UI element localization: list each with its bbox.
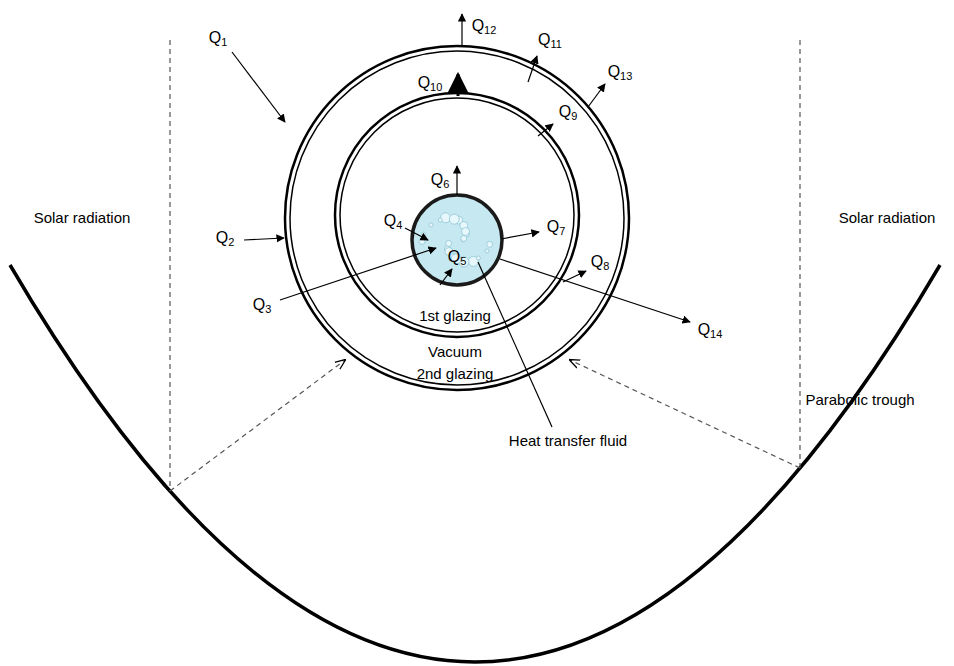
heat-arrow: [244, 238, 284, 240]
fluid-texture: [419, 213, 493, 267]
heat-arrow: [501, 232, 539, 239]
part-label: Solar radiation: [839, 210, 936, 227]
heat-flow-label: Q4: [384, 212, 403, 230]
fluid-bubble: [438, 218, 442, 222]
heat-arrow: [528, 56, 537, 82]
heat-flow-label: Q14: [698, 321, 723, 339]
fluid-bubble: [476, 256, 480, 260]
fluid-bubble: [487, 241, 493, 247]
heat-flow-label: Q8: [591, 253, 610, 271]
fluid-bubble: [485, 249, 489, 253]
part-label: Solar radiation: [34, 210, 131, 227]
part-label: Parabolic trough: [805, 392, 914, 409]
fluid-bubble: [462, 228, 470, 236]
first-glazing: [335, 93, 579, 337]
absorber-tube: [412, 195, 502, 285]
second-glazing-inner: [290, 51, 624, 385]
heat-flow-label: Q5: [448, 248, 467, 266]
heat-flow-label: Q11: [538, 31, 562, 49]
heat-flow-label: Q1: [209, 29, 228, 47]
reflected-ray: [570, 360, 800, 468]
reflected-ray: [170, 360, 345, 491]
heat-arrow: [457, 74, 460, 96]
second-glazing: [285, 46, 629, 390]
leader-line: [478, 262, 552, 427]
heat-flow-arrows: [232, 14, 690, 322]
heat-arrow: [538, 124, 553, 136]
solar-rays: [170, 40, 800, 491]
heat-flow-label: Q6: [431, 171, 450, 189]
fluid-bubble: [419, 238, 425, 244]
heat-flow-label: Q9: [559, 103, 578, 121]
heat-flow-label: Q10: [418, 74, 443, 92]
heat-arrow: [405, 228, 428, 240]
heat-arrow: [280, 248, 436, 300]
solar-ray: [799, 40, 800, 468]
fluid-bubble: [449, 214, 459, 224]
heat-arrow: [232, 52, 285, 122]
heat-flow-label: Q2: [216, 229, 235, 247]
part-label: 2nd glazing: [417, 366, 494, 383]
fluid-bubble: [461, 235, 467, 241]
heat-arrow: [440, 269, 452, 285]
heat-flow-label: Q7: [547, 218, 566, 236]
fluid-bubble: [429, 223, 433, 227]
part-label: Vacuum: [428, 344, 482, 361]
first-glazing-inner: [340, 98, 574, 332]
fluid-bubble: [446, 240, 452, 246]
heat-arrow: [461, 14, 462, 46]
heat-flow-label: Q12: [472, 17, 497, 35]
heat-arrow: [456, 166, 457, 195]
heat-flow-label: Q13: [608, 63, 633, 81]
part-label: Heat transfer fluid: [509, 433, 627, 450]
heat-flow-label: Q3: [253, 296, 272, 314]
solar-ray: [169, 40, 170, 491]
part-label: 1st glazing: [419, 308, 491, 325]
heat-arrow: [563, 271, 586, 282]
heat-arrow: [588, 84, 605, 107]
fluid-bubble: [422, 232, 426, 236]
